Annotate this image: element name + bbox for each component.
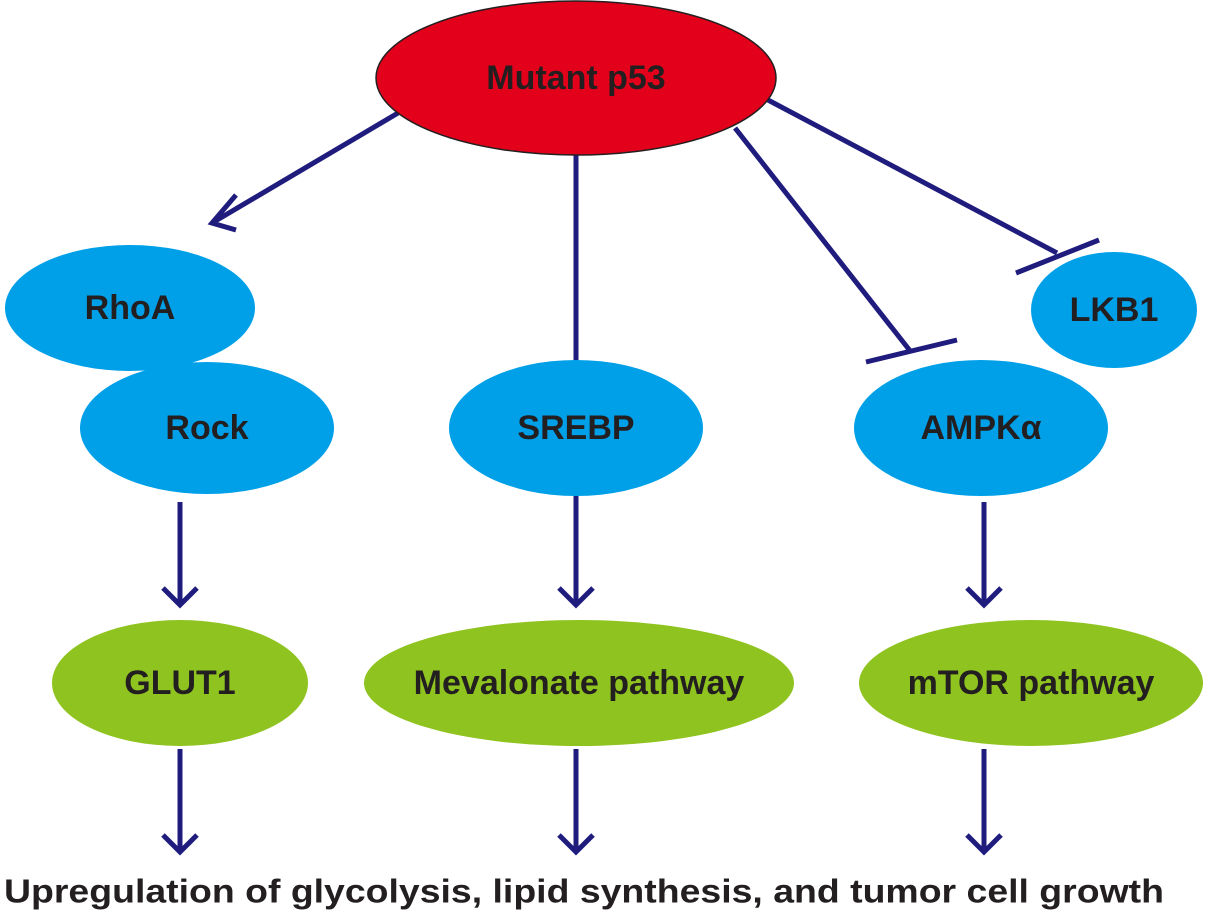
node-shape [1031, 252, 1197, 368]
edge-srebp-to-mevalonate [557, 495, 595, 609]
node-label: GLUT1 [124, 664, 235, 702]
node-mutant-p53: Mutant p53 [375, 0, 777, 156]
node-ampk-alpha: AMPKα [854, 360, 1108, 496]
node-shape [449, 360, 703, 496]
edge-p53-inhibits-lkb1 [766, 97, 1100, 276]
edge-p53-to-rhoa [207, 110, 400, 233]
node-shape [52, 620, 308, 746]
node-shape [364, 620, 794, 746]
node-label: Mevalonate pathway [414, 664, 745, 702]
node-shape [859, 620, 1203, 746]
node-label: RhoA [85, 289, 176, 327]
edge-p53-inhibits-ampk [733, 126, 958, 365]
edge-glut1-to-outcome [161, 749, 199, 856]
node-srebp: SREBP [449, 360, 703, 496]
outcome-text: Upregulation of glycolysis, lipid synthe… [4, 873, 1164, 910]
edge-mtor-to-outcome [965, 749, 1003, 856]
node-label: Rock [165, 409, 248, 447]
node-rhoa: RhoA [5, 245, 255, 371]
node-rock: Rock [80, 362, 334, 494]
node-label: Mutant p53 [486, 59, 665, 97]
node-shape [80, 362, 334, 494]
node-label: SREBP [517, 409, 634, 447]
edge-rock-to-glut1 [161, 502, 199, 609]
node-shape [854, 360, 1108, 496]
node-mevalonate-pathway: Mevalonate pathway [364, 620, 794, 746]
node-label: LKB1 [1070, 291, 1159, 329]
node-label: AMPKα [920, 409, 1041, 447]
edge-ampk-to-mtor [965, 502, 1003, 609]
node-glut1: GLUT1 [52, 620, 308, 746]
node-shape [375, 0, 777, 156]
node-lkb1: LKB1 [1031, 252, 1197, 368]
node-label: mTOR pathway [908, 664, 1155, 702]
node-shape [5, 245, 255, 371]
node-mtor-pathway: mTOR pathway [859, 620, 1203, 746]
edge-mevalonate-to-outcome [557, 749, 595, 856]
